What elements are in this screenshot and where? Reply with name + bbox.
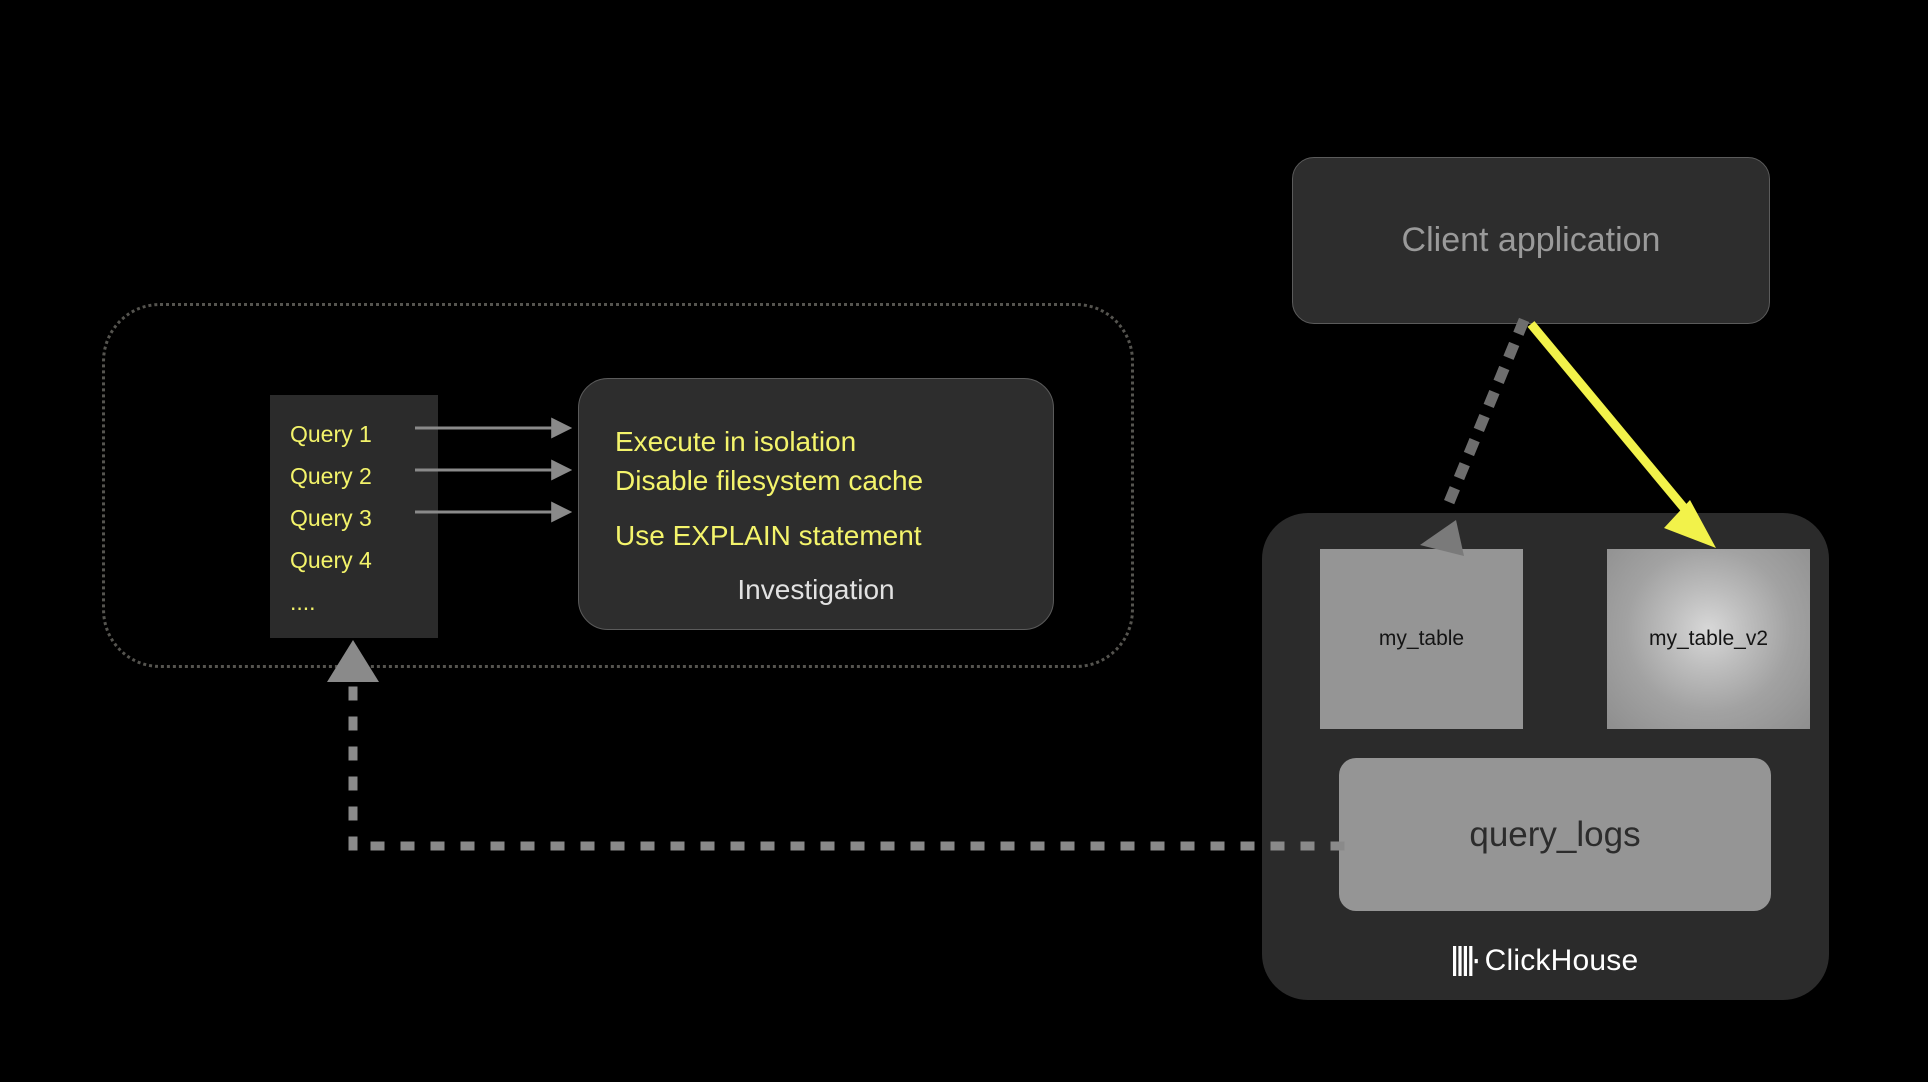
table-label: my_table [1378, 627, 1465, 650]
query-list-item[interactable]: Query 2 [290, 463, 372, 489]
table-label: my_table_v2 [1648, 627, 1769, 650]
investigation-step: Use EXPLAIN statement [615, 520, 922, 551]
query-list-item-ellipsis[interactable]: .... [290, 589, 316, 615]
connector-client-my-table [1435, 317, 1530, 525]
query-logs-box[interactable]: query_logs [1339, 758, 1771, 911]
query-logs-label: query_logs [1469, 814, 1641, 854]
clickhouse-logo-text: ClickHouse [1484, 944, 1639, 977]
client-application-box: Client application [1292, 157, 1770, 324]
query-list-panel: Query 1 Query 2 Query 3 Query 4 .... [270, 395, 438, 638]
query-list-item[interactable]: Query 1 [290, 421, 372, 447]
clickhouse-logo: ClickHouse [1262, 944, 1829, 978]
investigation-step: Disable filesystem cache [615, 465, 924, 496]
investigation-box: Execute in isolation Disable filesystem … [578, 378, 1054, 630]
table-box-my-table-v2[interactable]: my_table_v2 [1607, 549, 1810, 729]
connector-client-my-table-v2 [1527, 321, 1698, 523]
investigation-step: Execute in isolation [615, 426, 857, 457]
clickhouse-bars-icon [1452, 946, 1478, 976]
query-list-item[interactable]: Query 4 [290, 547, 372, 573]
investigation-step-list: Execute in isolation Disable filesystem … [615, 422, 1035, 555]
investigation-scope-container [102, 303, 1134, 668]
query-list-item[interactable]: Query 3 [290, 505, 372, 531]
clickhouse-panel: my_table my_table_v2 query_logs ClickHou… [1262, 513, 1829, 1000]
investigation-box-title: Investigation [737, 574, 895, 605]
table-box-my-table[interactable]: my_table [1320, 549, 1523, 729]
client-application-label: Client application [1401, 221, 1661, 259]
